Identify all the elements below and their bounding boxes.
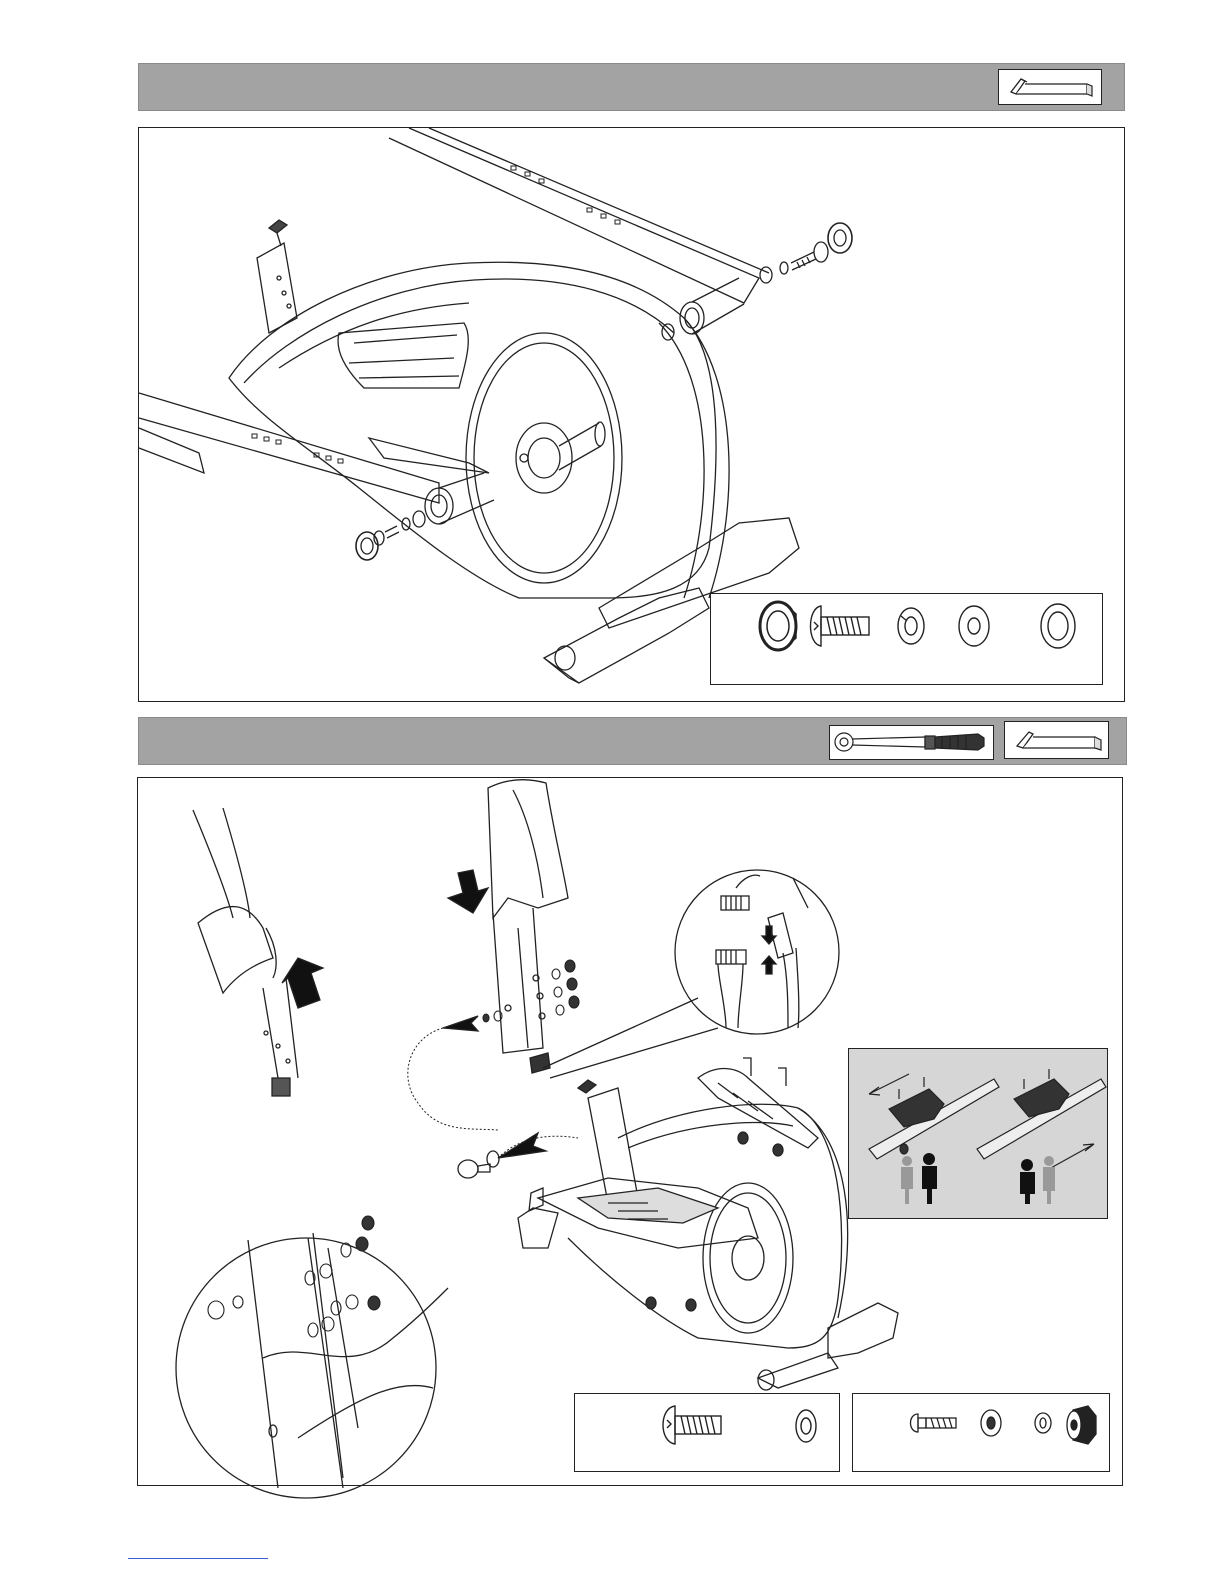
footer-rule [128,1558,268,1559]
nylon-nut-icon [1067,1406,1096,1444]
right-arrow-icon [1049,1144,1094,1169]
axle-cap-icon [760,602,796,650]
flat-washer-icon [981,1410,1001,1436]
user-icon [1020,1159,1035,1204]
step1-header-bar [138,63,1125,111]
step2-tool-allen-key-box [1004,721,1109,759]
button-bolt-icon [663,1406,721,1444]
curved-washer-icon [1041,604,1075,648]
step2-hardware-box-right [852,1393,1110,1472]
step2-tool-wrench-box [829,725,994,760]
spring-washer-icon [1035,1413,1051,1433]
pedal-orientation-inset [848,1048,1108,1219]
step1-tool-allen-key-box [998,69,1102,105]
elliptical-base-frame-drawing [518,1080,898,1390]
pedal-arm-drawing [698,1058,818,1156]
button-bolt-icon [811,606,870,646]
left-arrow-icon [869,1074,909,1095]
step2-hardware-box-left [574,1393,840,1472]
user-icon [1043,1156,1055,1204]
allen-key-icon [999,70,1101,104]
allen-key-icon [1005,722,1108,758]
step1-hardware-box [710,593,1103,685]
bolt-detail-callout [176,1216,448,1498]
down-arrow-icon [448,870,488,913]
pointer-arrow-icon [443,1016,478,1031]
combination-wrench-icon [830,726,993,759]
flat-washer-icon [959,606,989,646]
user-icon [922,1153,937,1204]
spring-washer-icon [898,608,924,644]
carriage-bolt-icon [911,1414,957,1432]
console-mast-drawing [488,780,568,1073]
curved-washer-icon [796,1410,816,1442]
handlebar-post-drawing [193,808,298,1096]
connector-detail-callout [543,870,839,1078]
up-arrow-icon [762,956,776,974]
pointer-arrow-icon [498,1133,546,1158]
user-icon [901,1156,913,1204]
